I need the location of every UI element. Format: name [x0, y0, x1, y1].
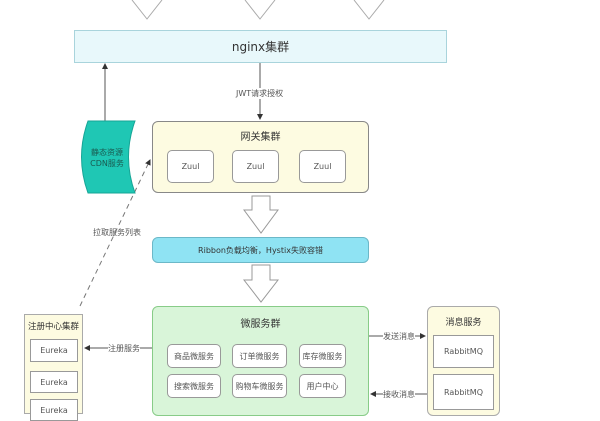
- down-arrow-1: [243, 195, 279, 234]
- register-label: 注册服务: [108, 343, 140, 354]
- eureka-node: Eureka: [30, 399, 78, 421]
- service-box: 库存微服务: [299, 344, 346, 368]
- registry-title: 注册中心集群: [27, 322, 79, 332]
- down-arrow-2: [242, 264, 280, 303]
- nginx-cluster: nginx集群: [74, 30, 447, 63]
- jwt-label: JWT请求授权: [236, 88, 284, 99]
- rabbitmq-node: RabbitMQ: [433, 374, 494, 410]
- service-box: 商品微服务: [167, 344, 221, 368]
- registry-cluster: 注册中心集群 Eureka Eureka Eureka: [24, 314, 83, 421]
- zuul-node: Zuul: [232, 150, 279, 183]
- gateway-cluster: 网关集群 Zuul Zuul Zuul: [152, 121, 369, 193]
- micro-title: 微服务群: [240, 319, 281, 330]
- pull-services-label: 拉取服务列表: [93, 228, 141, 237]
- chevron-2: [244, 0, 276, 20]
- chevron-3: [353, 0, 385, 20]
- eureka-node: Eureka: [30, 371, 78, 393]
- microservice-cluster: 微服务群 商品微服务 订单微服务 库存微服务 搜索微服务 购物车微服务 用户中心: [152, 306, 369, 416]
- cdn-line1: 静态资源: [91, 148, 123, 157]
- mq-title: 消息服务: [445, 318, 482, 328]
- receive-label: 接收消息: [383, 389, 415, 400]
- ribbon-hystrix-bar: Ribbon负载均衡，Hystix失败容错: [152, 237, 369, 263]
- cdn-service: 静态资源 CDN服务: [82, 140, 132, 176]
- zuul-node: Zuul: [299, 150, 346, 183]
- rabbitmq-node: RabbitMQ: [433, 335, 494, 368]
- chevron-1: [131, 0, 163, 20]
- service-box: 订单微服务: [232, 344, 287, 368]
- send-label: 发送消息: [383, 331, 415, 342]
- service-box: 购物车微服务: [232, 374, 287, 398]
- cdn-shape: [81, 120, 136, 194]
- eureka-node: Eureka: [30, 339, 78, 362]
- connectors: [79, 0, 427, 397]
- zuul-node: Zuul: [167, 150, 214, 183]
- service-box: 搜索微服务: [167, 374, 221, 398]
- gateway-title: 网关集群: [240, 132, 281, 143]
- service-box: 用户中心: [299, 374, 346, 398]
- cdn-line2: CDN服务: [90, 159, 124, 168]
- top-chevrons: [131, 0, 385, 20]
